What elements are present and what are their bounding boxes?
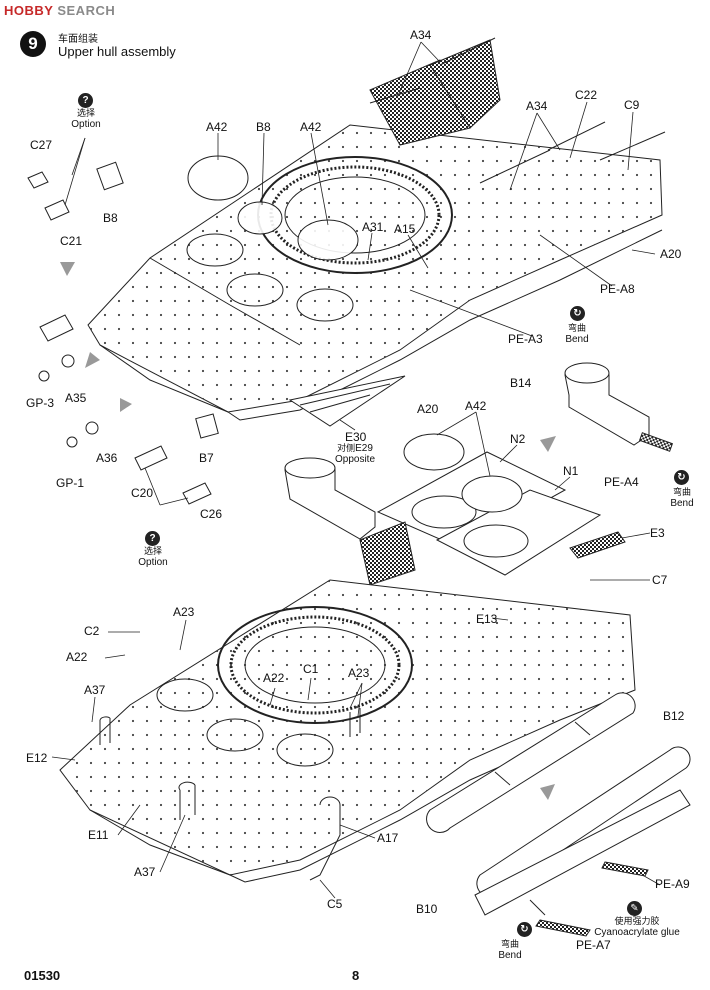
label-n2: N2 — [510, 432, 526, 446]
option-top-note: 选择 Option — [62, 108, 110, 130]
label-gp-3: GP-3 — [26, 396, 55, 410]
step-title-cn: 车面组装 — [58, 34, 98, 45]
bend-3-cn: 弯曲 — [500, 939, 519, 949]
bend-1-icon: ↻ — [570, 306, 585, 321]
label-gp-1: GP-1 — [56, 476, 85, 490]
label-e3: E3 — [650, 526, 665, 540]
bend-2-icon: ↻ — [674, 470, 689, 485]
label-c26: C26 — [200, 507, 223, 521]
label-b8-side: B8 — [103, 211, 118, 225]
label-a23-left: A23 — [173, 605, 195, 619]
glue-cn: 使用强力胶 — [614, 916, 660, 926]
label-c20: C20 — [131, 486, 154, 500]
label-a22-mid: A22 — [263, 671, 285, 685]
footer-page-number: 8 — [352, 968, 360, 983]
opposite-note: 对侧E29 Opposite — [328, 443, 382, 465]
footer-product-code: 01530 — [24, 968, 61, 983]
watermark-brand-grey: SEARCH — [57, 3, 116, 18]
option-bottom-en: Option — [138, 557, 168, 568]
label-c1: C1 — [303, 662, 319, 676]
part-b14 — [564, 362, 674, 452]
label-b12: B12 — [663, 709, 685, 723]
label-a23-mid: A23 — [348, 666, 370, 680]
bend-3-note: 弯曲 Bend — [488, 939, 532, 961]
label-c5: C5 — [327, 897, 343, 911]
label-a17: A17 — [377, 831, 399, 845]
bend-1-cn: 弯曲 — [567, 323, 586, 333]
bend-2-cn: 弯曲 — [672, 487, 691, 497]
label-a34-top: A34 — [410, 28, 432, 42]
opposite-cn: 对侧 — [337, 443, 356, 453]
option-top-cn: 选择 — [76, 108, 95, 118]
glue-en: Cyanoacrylate glue — [594, 927, 680, 938]
hatch-marks — [60, 262, 556, 800]
opposite-en: Opposite — [334, 454, 376, 465]
label-e30: E30 — [345, 430, 367, 444]
label-c21: C21 — [60, 234, 83, 248]
top-side-leaders — [64, 137, 356, 506]
bend-3-en: Bend — [498, 950, 522, 961]
bottom-boxes — [426, 692, 691, 937]
bend-1-note: 弯曲 Bend — [555, 323, 599, 345]
label-b7: B7 — [199, 451, 214, 465]
label-a31: A31 — [362, 220, 384, 234]
label-a22-left: A22 — [66, 650, 88, 664]
step-title-en: Upper hull assembly — [58, 44, 176, 59]
label-a37-top: A37 — [84, 683, 106, 697]
bend-2-en: Bend — [670, 498, 694, 509]
middle-panels — [284, 433, 626, 586]
label-a42-left: A42 — [206, 120, 228, 134]
bend-3-icon: ↻ — [517, 922, 532, 937]
label-b8-top: B8 — [256, 120, 271, 134]
label-a15: A15 — [394, 222, 416, 236]
option-bottom-cn: 选择 — [143, 546, 162, 556]
label-a42-bottom: A42 — [465, 399, 487, 413]
label-c7: C7 — [652, 573, 668, 587]
label-a36: A36 — [96, 451, 118, 465]
label-pe-a3: PE-A3 — [508, 332, 543, 346]
label-c22: C22 — [575, 88, 598, 102]
bend-1-en: Bend — [565, 334, 589, 345]
middle-leaders — [436, 411, 651, 581]
label-a35: A35 — [65, 391, 87, 405]
watermark-brand-red: HOBBY — [4, 3, 54, 18]
top-leader-lines — [217, 41, 656, 337]
label-pe-a7: PE-A7 — [576, 938, 611, 952]
label-a42-mid: A42 — [300, 120, 322, 134]
top-side-parts — [27, 161, 406, 505]
label-c2: C2 — [84, 624, 100, 638]
bend-2-note: 弯曲 Bend — [660, 487, 704, 509]
option-top-icon: ? — [78, 93, 93, 108]
option-top-en: Option — [71, 119, 101, 130]
option-bottom-note: 选择 Option — [129, 546, 177, 568]
label-e12: E12 — [26, 751, 48, 765]
watermark-logo: HOBBY SEARCH — [4, 3, 115, 18]
option-bottom-icon: ? — [145, 531, 160, 546]
label-pe-a8: PE-A8 — [600, 282, 635, 296]
glue-note: 使用强力胶 Cyanoacrylate glue — [582, 916, 692, 938]
label-c27: C27 — [30, 138, 53, 152]
step-number-badge: 9 — [20, 31, 46, 57]
label-n1: N1 — [563, 464, 579, 478]
label-a34-mid: A34 — [526, 99, 548, 113]
opposite-line1: 对侧E29 — [337, 443, 373, 454]
label-a20-center: A20 — [417, 402, 439, 416]
label-e11: E11 — [88, 828, 109, 842]
label-e13: E13 — [476, 612, 498, 626]
upper-hull-top — [87, 37, 666, 421]
opposite-part: E29 — [355, 443, 373, 454]
label-pe-a9: PE-A9 — [655, 877, 690, 891]
label-b14: B14 — [510, 376, 532, 390]
label-a37-bottom: A37 — [134, 865, 156, 879]
label-pe-a4: PE-A4 — [604, 475, 639, 489]
label-c9: C9 — [624, 98, 640, 112]
label-b10: B10 — [416, 902, 438, 916]
label-a20-right: A20 — [660, 247, 682, 261]
glue-icon: ✎ — [627, 901, 642, 916]
